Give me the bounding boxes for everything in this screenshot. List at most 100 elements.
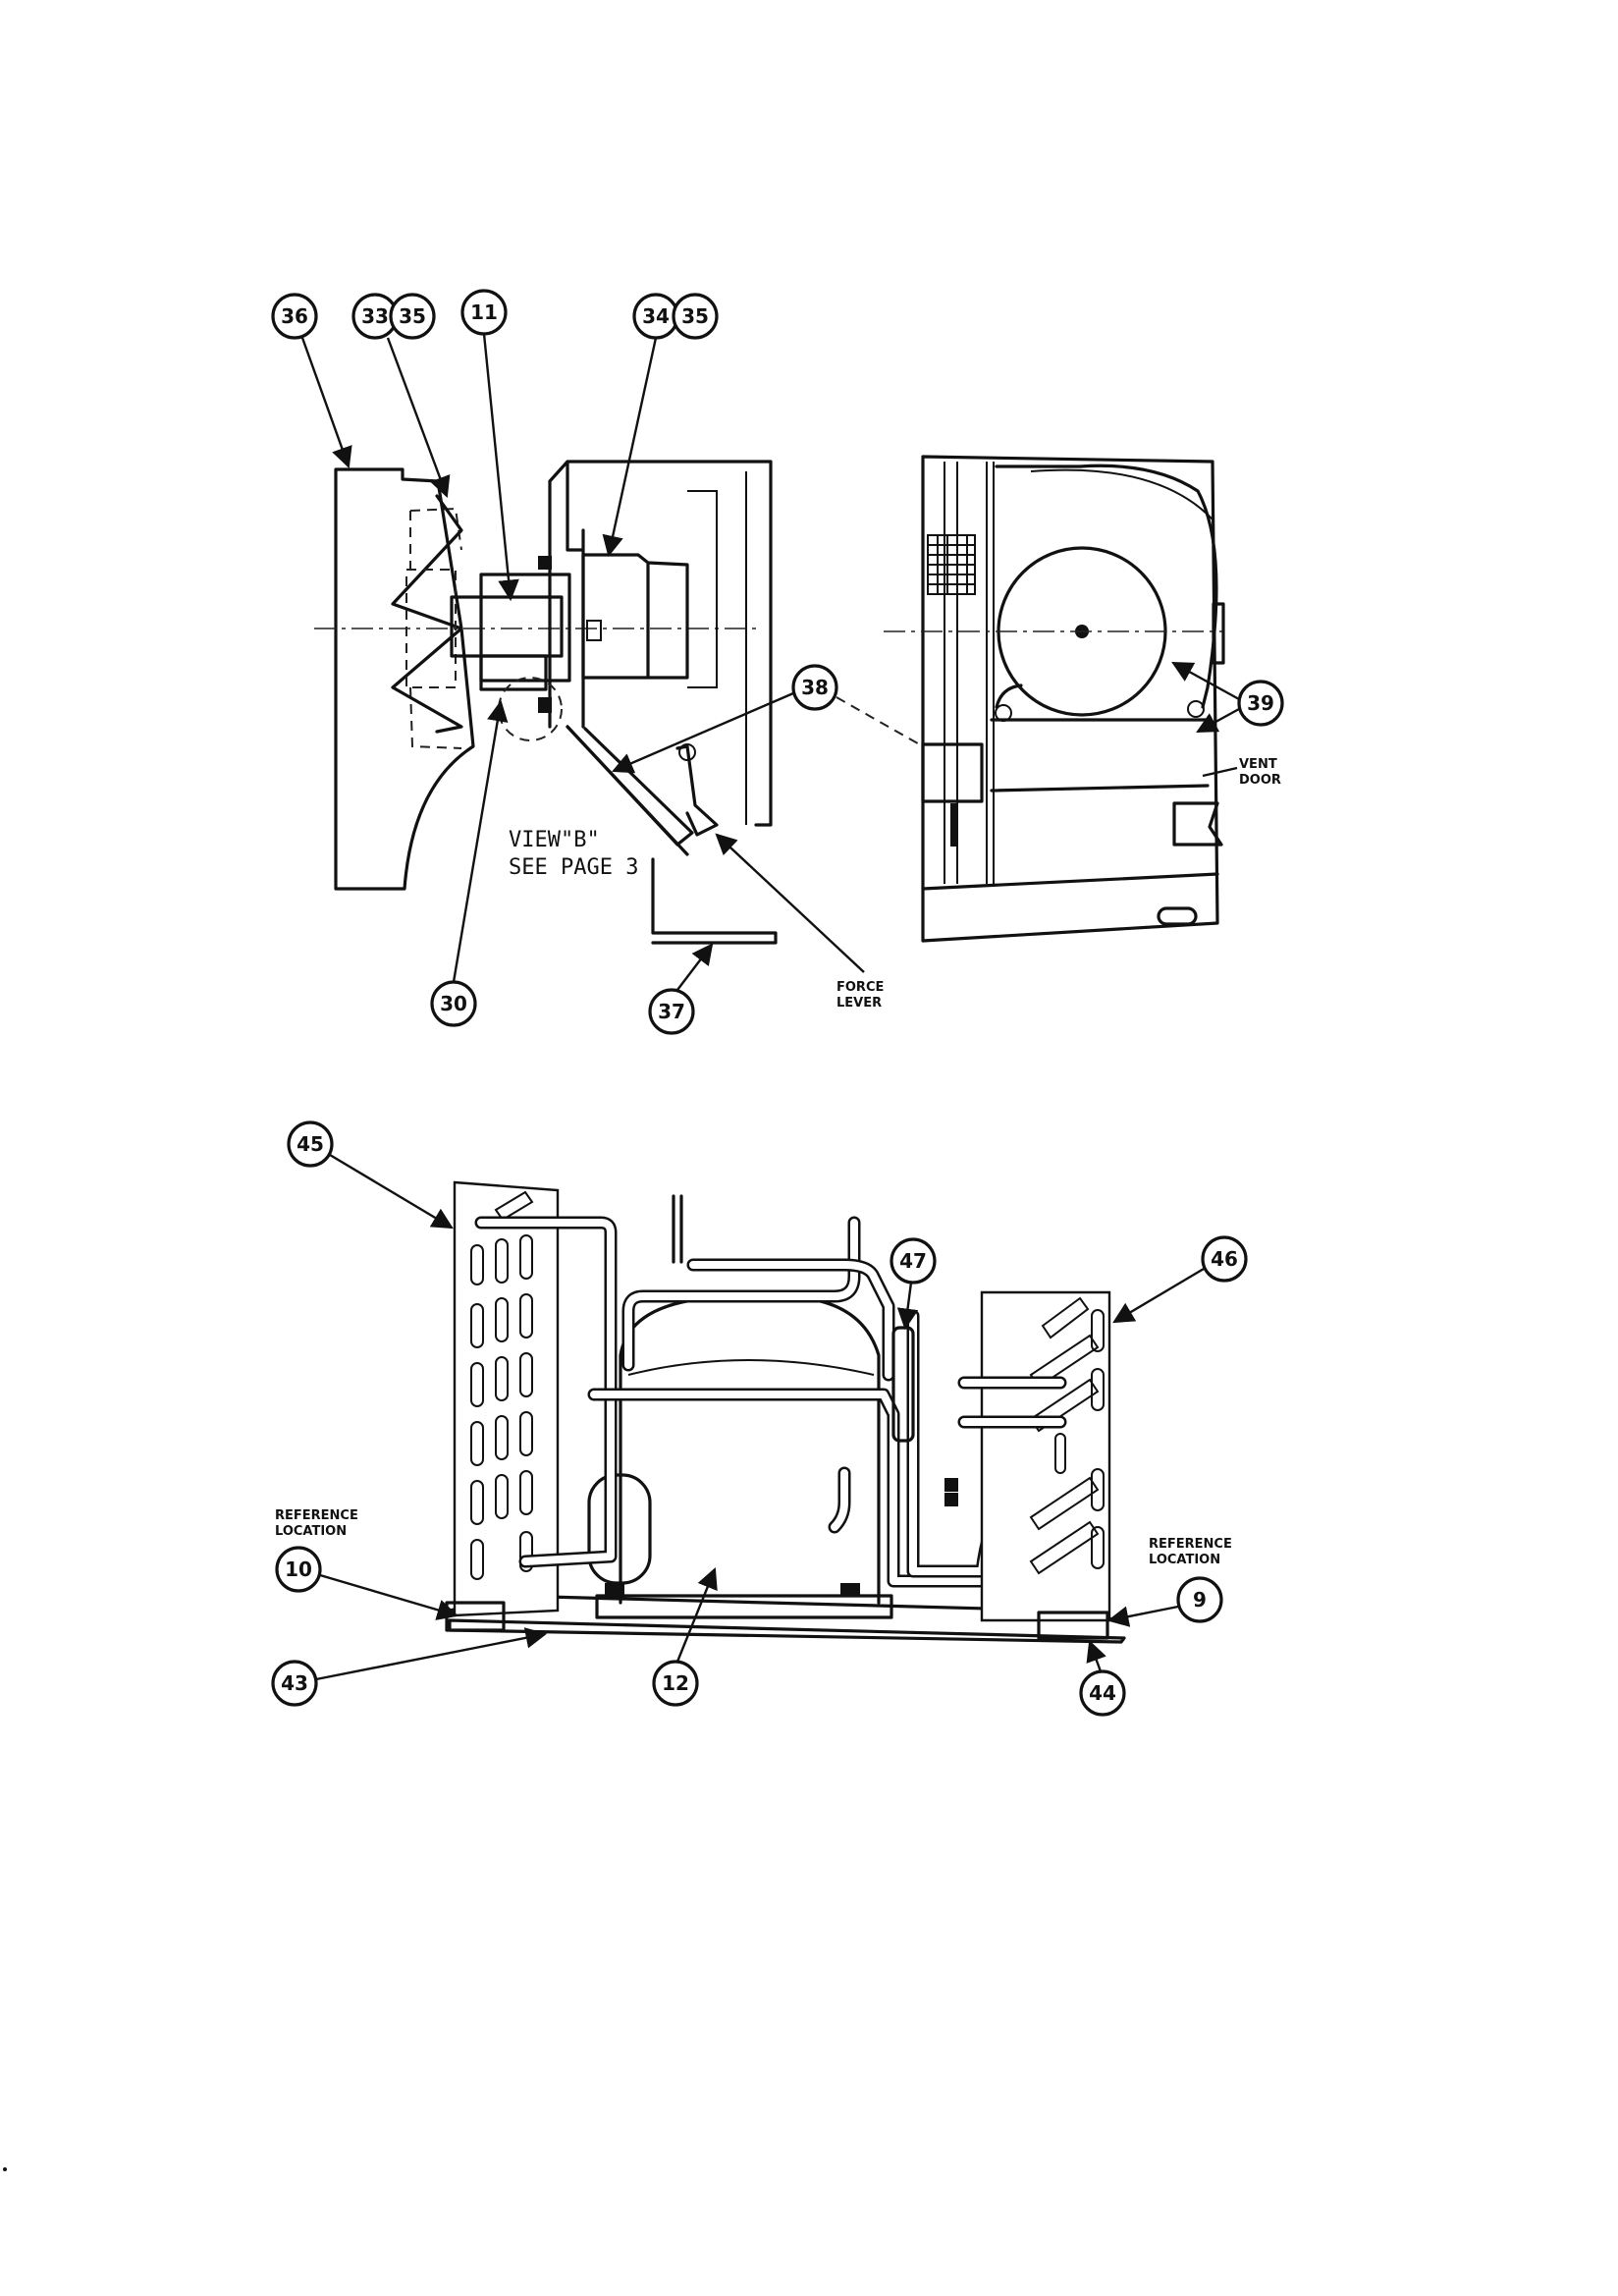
svg-text:34: 34: [642, 304, 670, 328]
fan-blade-dashed: [409, 507, 462, 749]
ref-right-label-1: REFERENCE: [1149, 1537, 1232, 1552]
svg-text:35: 35: [681, 304, 709, 328]
view-b-circle: [498, 677, 563, 741]
ref-left-label-1: REFERENCE: [275, 1508, 358, 1523]
fitting-a: [944, 1478, 958, 1492]
svg-text:47: 47: [899, 1249, 927, 1273]
refrigerant-piping: [474, 1194, 1043, 1588]
cut-break: [1172, 801, 1223, 847]
callout-46: 46: [1201, 1235, 1248, 1283]
ref-left-label-2: LOCATION: [275, 1524, 347, 1539]
motor-mount: [479, 654, 548, 691]
base-slot: [1157, 906, 1198, 926]
leader-38-dashed: [836, 696, 924, 747]
leader-10: [319, 1573, 459, 1620]
svg-text:10: 10: [285, 1558, 312, 1581]
grommet-right: [840, 1583, 860, 1597]
leader-11: [482, 333, 519, 602]
leader-30: [452, 699, 509, 983]
svg-text:38: 38: [801, 676, 829, 699]
svg-text:43: 43: [281, 1671, 308, 1695]
leader-37: [676, 943, 714, 991]
svg-text:12: 12: [662, 1671, 689, 1695]
view-b-label: VIEW"B": [509, 828, 600, 852]
callout-37: 37: [648, 988, 695, 1035]
callout-44: 44: [1079, 1669, 1126, 1717]
leader-44: [1086, 1639, 1106, 1672]
svg-text:37: 37: [658, 1000, 685, 1023]
fan-hub-dashed: [405, 569, 457, 688]
callout-39: 39: [1237, 680, 1284, 727]
motor-shaft-housing: [450, 595, 564, 658]
svg-text:44: 44: [1089, 1681, 1116, 1705]
vent-label-1: VENT: [1239, 757, 1277, 772]
leader-force-lever: [715, 833, 865, 973]
svg-text:11: 11: [470, 301, 498, 324]
door-link: [566, 725, 694, 847]
leader-45: [329, 1153, 454, 1230]
left-coil-slots: [470, 1190, 534, 1580]
leader-36: [300, 337, 352, 469]
vent-screw-left: [995, 704, 1012, 722]
leader-39-b: [1196, 707, 1240, 734]
top-right-front-view: [884, 455, 1225, 943]
front-panel-outline: [334, 467, 475, 891]
callout-11: 11: [460, 289, 508, 336]
callout-36: 36: [271, 293, 318, 340]
leader-46: [1112, 1267, 1205, 1324]
fan-blade: [391, 494, 463, 734]
side-tab: [1212, 602, 1225, 665]
leader-33: [386, 337, 451, 499]
bottom-refrigeration-view: [445, 1180, 1126, 1644]
callout-43: 43: [271, 1660, 318, 1707]
blower-scroll-inner: [1030, 468, 1214, 521]
front-view-base-line: [921, 872, 1219, 891]
see-page-label: SEE PAGE 3: [509, 855, 638, 880]
callout-9: 9: [1176, 1576, 1223, 1623]
screw-upper: [538, 556, 552, 570]
blower-housing: [548, 460, 773, 827]
grommet-left: [605, 1583, 624, 1597]
leader-vent-door: [1202, 766, 1238, 778]
vent-rail-bottom: [990, 784, 1210, 793]
svg-text:35: 35: [399, 304, 426, 328]
compressor-seam: [627, 1359, 875, 1376]
leader-38: [612, 691, 794, 774]
callout-33: 33: [351, 293, 399, 340]
force-lever-handle: [675, 744, 719, 837]
svg-text:9: 9: [1193, 1588, 1207, 1612]
control-terminal: [586, 620, 602, 641]
callout-34: 34: [632, 293, 679, 340]
svg-text:30: 30: [440, 992, 467, 1015]
svg-text:36: 36: [281, 304, 308, 328]
leader-12: [675, 1566, 718, 1663]
leader-47: [896, 1282, 919, 1331]
ref-right-label-2: LOCATION: [1149, 1553, 1220, 1567]
callout-12: 12: [652, 1660, 699, 1707]
mesh-filter: [927, 534, 976, 595]
screw-lower: [538, 697, 552, 713]
svg-text:39: 39: [1247, 691, 1274, 715]
base-pan: [448, 1618, 1126, 1644]
callout-30: 30: [430, 980, 477, 1027]
compressor-shell: [619, 1296, 881, 1605]
blower-scroll: [995, 464, 1218, 709]
control-box-rear: [687, 490, 718, 688]
compressor-base: [595, 1594, 893, 1619]
callout-38: 38: [791, 664, 838, 711]
force-label-2: LEVER: [836, 996, 882, 1011]
vent-label-2: DOOR: [1239, 773, 1281, 788]
svg-text:33: 33: [361, 304, 389, 328]
leader-39-a: [1171, 661, 1240, 701]
accumulator: [587, 1473, 652, 1585]
fitting-b: [944, 1493, 958, 1506]
svg-text:45: 45: [297, 1132, 324, 1156]
base-bracket: [651, 857, 778, 945]
leader-34: [602, 337, 658, 558]
force-label-1: FORCE: [836, 980, 884, 995]
callout-10: 10: [275, 1546, 322, 1593]
leader-9: [1106, 1605, 1179, 1627]
actuator-box: [921, 742, 984, 803]
